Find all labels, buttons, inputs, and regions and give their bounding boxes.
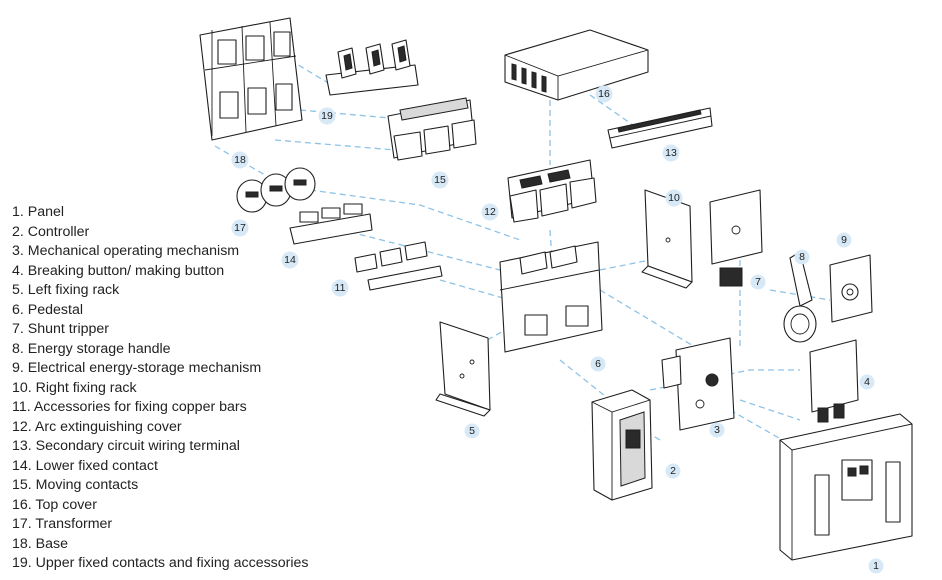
parts-legend: 1. Panel 2. Controller 3. Mechanical ope… (12, 203, 309, 574)
badge-11: 11 (331, 279, 349, 297)
svg-text:3: 3 (714, 424, 720, 436)
legend-item: 11. Accessories for fixing copper bars (12, 399, 247, 415)
legend-item: 6. Pedestal (12, 301, 83, 318)
legend-item: 13. Secondary circuit wiring terminal (12, 438, 240, 454)
legend-item: 2. Controller (12, 223, 90, 240)
badge-3: 3 (709, 422, 725, 438)
upper-fixed-contacts-part (325, 39, 419, 96)
svg-text:16: 16 (598, 88, 610, 100)
badge-8: 8 (794, 249, 810, 265)
legend-item: 10. Right fixing rack (12, 379, 137, 396)
badge-19: 19 (318, 107, 336, 125)
legend-item: 18. Base (12, 535, 69, 552)
mechanical-operating-mechanism-part (661, 337, 735, 431)
svg-text:7: 7 (755, 276, 761, 288)
badge-16: 16 (595, 85, 613, 103)
legend-item: 4. Breaking button/ making button (12, 262, 225, 279)
badge-9: 9 (836, 232, 852, 248)
shunt-tripper-part (709, 189, 763, 287)
wiring-terminal-part (607, 107, 713, 149)
svg-text:6: 6 (595, 358, 601, 370)
svg-text:2: 2 (670, 465, 676, 477)
base-part (199, 17, 303, 141)
legend-item: 1. Panel (12, 204, 65, 220)
left-fixing-rack-part (435, 321, 491, 417)
energy-storage-mechanism-part (829, 254, 873, 323)
transformer-part (236, 167, 316, 213)
svg-text:18: 18 (234, 154, 246, 166)
svg-text:15: 15 (434, 174, 446, 186)
badge-17: 17 (231, 219, 249, 237)
legend-item: 8. Energy storage handle (12, 340, 171, 357)
lower-fixed-contact-part (289, 203, 373, 245)
badge-18: 18 (231, 151, 249, 169)
pedestal-part (499, 241, 603, 353)
legend-item: 7. Shunt tripper (12, 321, 110, 337)
badge-7: 7 (750, 274, 766, 290)
legend-item: 5. Left fixing rack (12, 282, 120, 298)
svg-text:9: 9 (841, 234, 847, 246)
svg-text:4: 4 (864, 376, 870, 388)
badge-2: 2 (665, 463, 681, 479)
svg-text:1: 1 (873, 560, 879, 572)
svg-text:5: 5 (469, 425, 475, 437)
badge-10: 10 (665, 189, 683, 207)
right-fixing-rack-part (641, 189, 693, 289)
controller-part (591, 389, 653, 501)
badge-6: 6 (590, 356, 606, 372)
svg-text:11: 11 (335, 282, 346, 294)
legend-item: 12. Arc extinguishing cover (12, 418, 182, 435)
legend-item: 14. Lower fixed contact (12, 457, 158, 474)
legend-item: 19. Upper fixed contacts and fixing acce… (12, 555, 309, 571)
svg-text:13: 13 (665, 147, 677, 159)
badge-1: 1 (868, 558, 884, 574)
svg-text:19: 19 (321, 110, 333, 122)
svg-text:10: 10 (668, 192, 680, 204)
moving-contacts-part (387, 97, 477, 161)
svg-text:17: 17 (234, 222, 246, 234)
legend-item: 16. Top cover (12, 496, 97, 513)
breaking-making-button-part (809, 339, 859, 423)
legend-item: 3. Mechanical operating mechanism (12, 243, 240, 259)
energy-storage-handle-part (783, 251, 817, 343)
copper-bar-accessories-part (354, 241, 443, 291)
svg-text:8: 8 (799, 251, 805, 263)
badge-15: 15 (431, 171, 449, 189)
badge-12: 12 (481, 203, 499, 221)
svg-text:12: 12 (484, 206, 496, 218)
legend-item: 15. Moving contacts (12, 477, 139, 493)
legend-item: 9. Electrical energy-storage mechanism (12, 360, 262, 376)
badge-4: 4 (859, 374, 875, 390)
legend-item: 17. Transformer (12, 516, 113, 532)
badge-14: 14 (281, 251, 299, 269)
top-cover-part (504, 29, 649, 101)
badge-5: 5 (464, 423, 480, 439)
panel-part (779, 413, 913, 561)
svg-text:14: 14 (284, 254, 296, 266)
arc-extinguishing-cover-part (507, 159, 597, 223)
badge-13: 13 (662, 144, 680, 162)
